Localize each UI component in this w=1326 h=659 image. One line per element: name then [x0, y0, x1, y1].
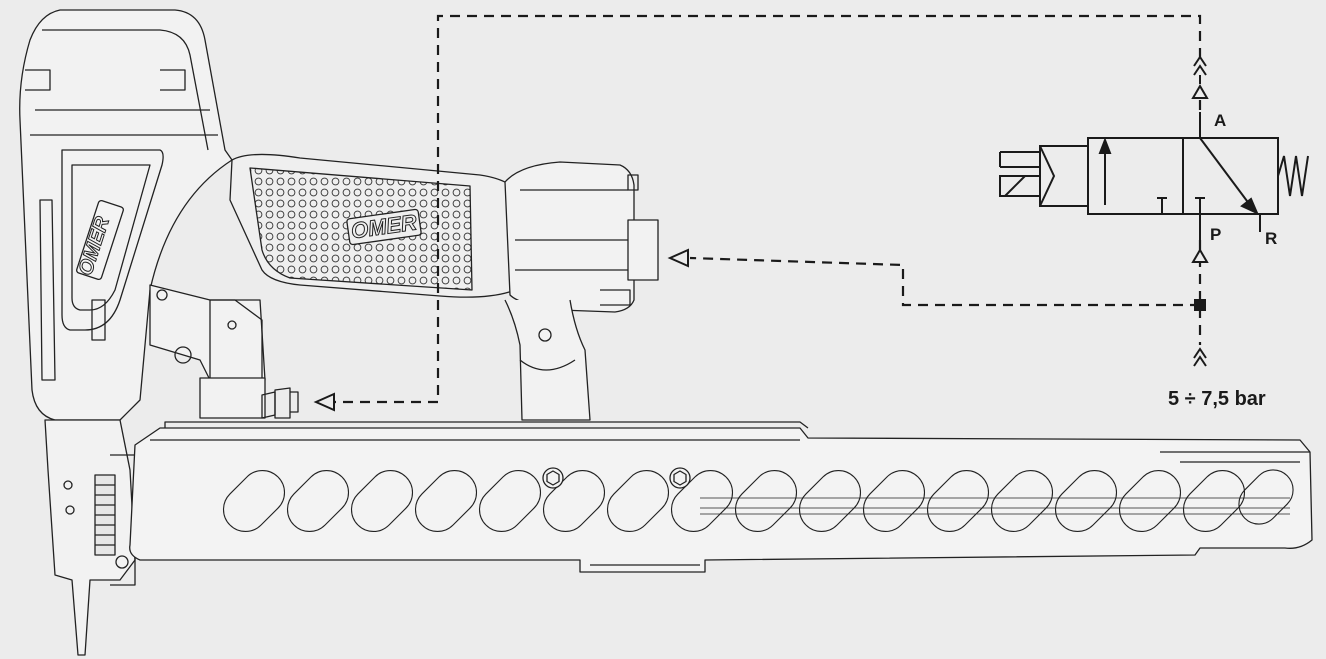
arrow-to-fitting	[313, 392, 335, 412]
pressure-label: 5 ÷ 7,5 bar	[1168, 388, 1266, 410]
valve-port-block	[627, 219, 659, 281]
tool-rear-cap	[504, 161, 659, 313]
arrow-to-valve-port	[667, 248, 689, 268]
line-supply-to-valve	[689, 256, 1200, 307]
port-label-r: R	[1265, 229, 1277, 248]
tool-rear-support	[504, 299, 591, 421]
spring	[1277, 155, 1309, 197]
head-logo	[76, 199, 124, 281]
solenoid-valve-symbol	[999, 112, 1309, 240]
arrowheads	[313, 248, 689, 412]
magazine-bolts	[542, 467, 691, 489]
tool-head	[19, 9, 233, 421]
nailer-tool	[19, 9, 1313, 656]
magazine	[129, 427, 1313, 573]
port-label-a: A	[1214, 111, 1226, 130]
magazine-slots	[222, 469, 1294, 533]
port-markers	[1191, 55, 1209, 367]
solenoid-box	[1039, 145, 1089, 207]
tool-front-body	[149, 284, 299, 419]
tool-nose	[44, 419, 136, 656]
line-a-to-fitting	[330, 14, 1202, 404]
port-label-p: P	[1210, 225, 1221, 244]
tool-grip	[229, 153, 516, 298]
